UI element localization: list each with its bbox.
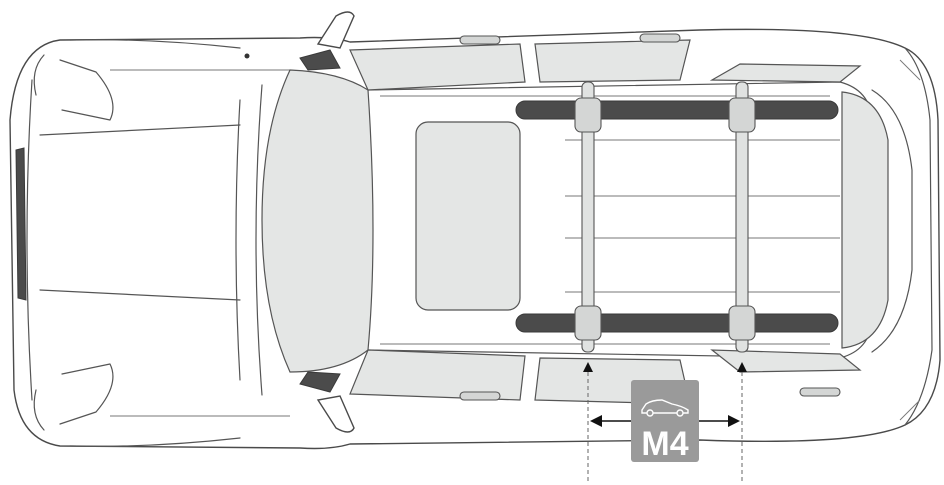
side-window-left-rear bbox=[534, 39, 691, 83]
door-handle bbox=[459, 391, 501, 401]
door-handle bbox=[639, 33, 681, 43]
rear-window bbox=[841, 91, 889, 349]
position-arrow-front bbox=[583, 362, 593, 372]
washer-nozzle bbox=[244, 53, 250, 59]
bar-foot bbox=[574, 305, 602, 341]
cross-bar-rear bbox=[735, 81, 749, 353]
roof-rail-left bbox=[515, 100, 839, 120]
bar-foot bbox=[728, 97, 756, 133]
badge-background bbox=[631, 380, 699, 462]
right-mirror bbox=[316, 395, 355, 433]
bar-foot bbox=[574, 97, 602, 133]
door-handle bbox=[799, 387, 841, 397]
front-grille bbox=[15, 147, 27, 301]
distance-badge: M4 bbox=[631, 380, 699, 463]
rear-quarter-left bbox=[709, 63, 862, 83]
side-window-left-front bbox=[349, 43, 526, 91]
position-arrow-rear bbox=[737, 362, 747, 372]
car-icon bbox=[641, 399, 689, 417]
door-handle bbox=[459, 35, 501, 45]
rear-quarter-right bbox=[710, 349, 862, 373]
roof-rail-right bbox=[515, 313, 839, 333]
windshield bbox=[261, 69, 374, 373]
sunroof bbox=[415, 121, 521, 311]
left-mirror bbox=[316, 11, 355, 49]
bar-foot bbox=[728, 305, 756, 341]
cross-bar-front bbox=[581, 81, 595, 353]
badge-label: M4 bbox=[641, 425, 688, 463]
